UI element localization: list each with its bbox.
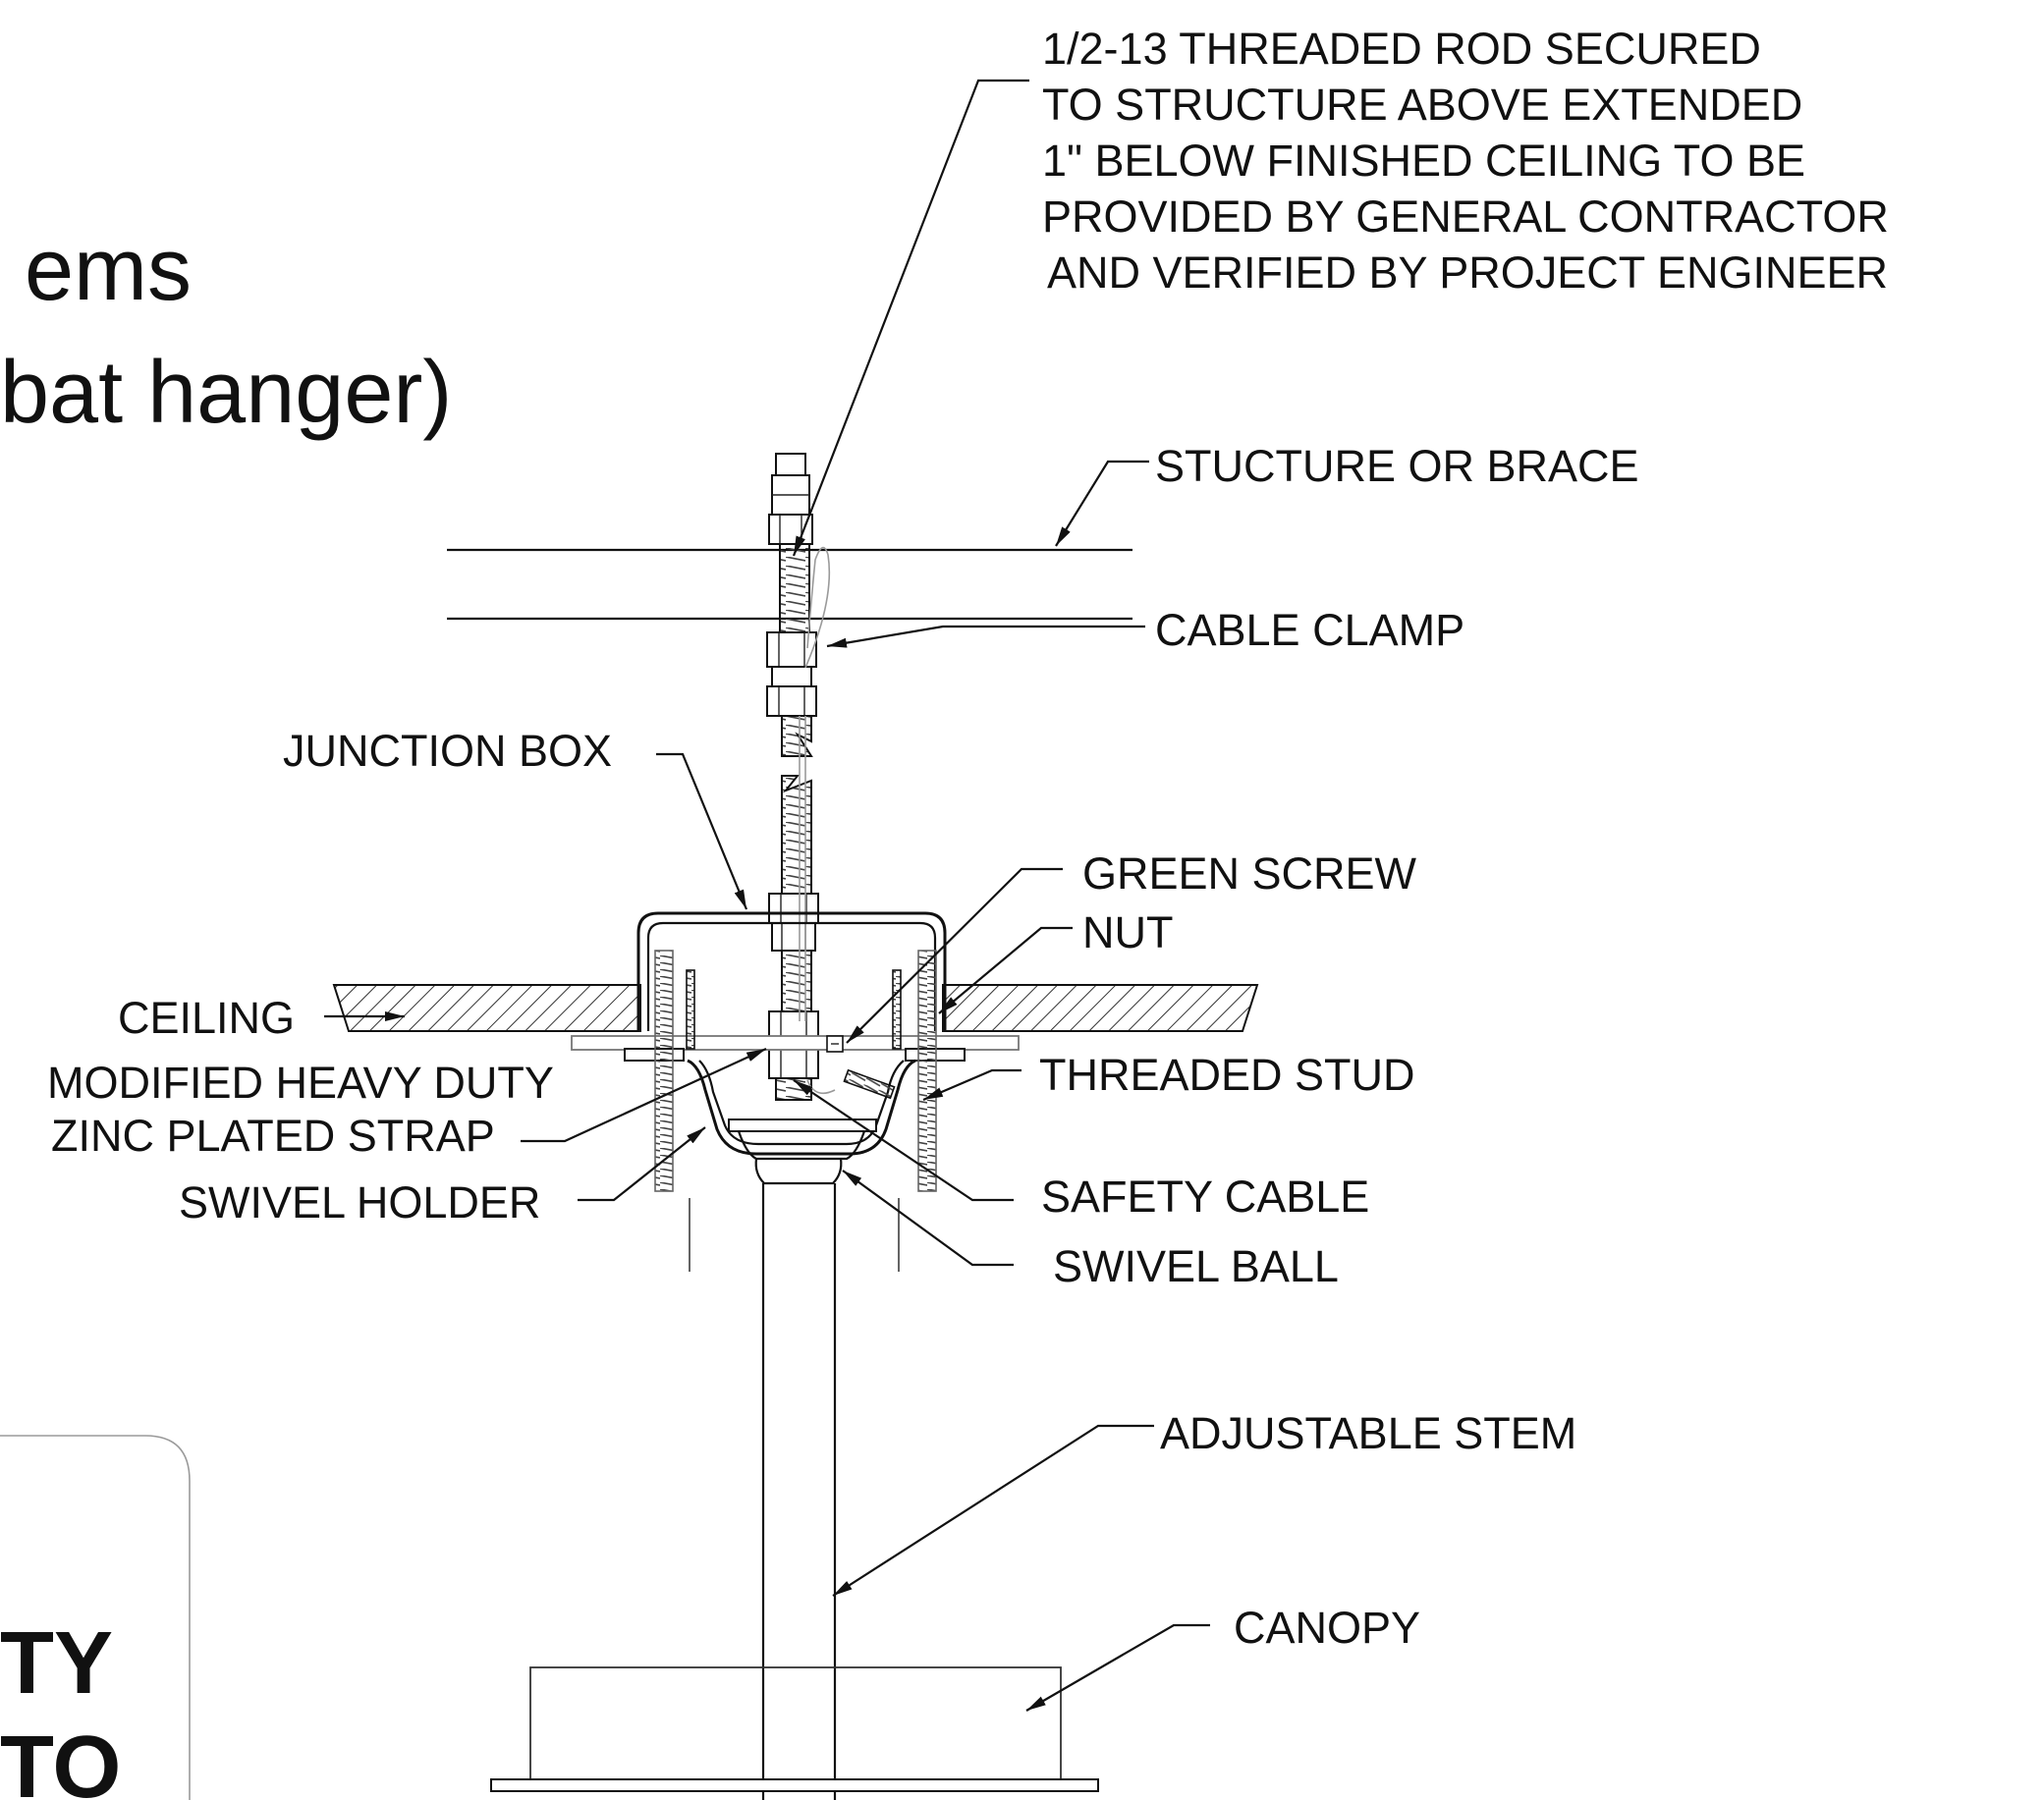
guide-lines [689,1198,900,1272]
threaded-rod-label-line-1: 1/2-13 THREADED ROD SECURED [1042,24,1761,74]
strap-label-line-2: ZINC PLATED STRAP [51,1111,495,1161]
threaded-rod-label-line-5: AND VERIFIED BY PROJECT ENGINEER [1047,247,1888,298]
swivel-holder-label: SWIVEL HOLDER [179,1177,540,1227]
notice-box: TY TO [0,1435,191,1800]
notice-line-2: TO [0,1718,121,1800]
strap-label-line-1: MODIFIED HEAVY DUTY [47,1058,554,1108]
swivel-ball [728,1118,877,1185]
title-line-1: ems [25,221,192,319]
leader-lines [324,79,1210,1712]
green-screw [826,1035,844,1053]
safety-cable [799,546,836,1095]
ceiling-label: CEILING [118,993,295,1043]
callout-threaded-rod: 1/2-13 THREADED ROD SECURED TO STRUCTURE… [1042,24,1889,298]
adjustable-stem [761,1183,837,1800]
swivel-ball-label: SWIVEL BALL [1053,1241,1339,1291]
threaded-stud-right [892,950,937,1192]
threaded-rod-label-line-3: 1" BELOW FINISHED CEILING TO BE [1042,136,1805,186]
title-line-2: bat hanger) [0,344,452,442]
ceiling [332,984,1259,1032]
structure-label: STUCTURE OR BRACE [1155,441,1639,491]
junction-box [636,911,947,1031]
safety-cable-anchor [843,1068,896,1100]
threaded-stud-left [654,950,695,1192]
cable-clamp-label: CABLE CLAMP [1155,605,1464,655]
green-screw-label: GREEN SCREW [1082,848,1417,899]
junction-box-label: JUNCTION BOX [283,726,612,776]
swivel-holder [687,1059,916,1156]
canopy [490,1666,1099,1792]
canopy-label: CANOPY [1234,1603,1420,1653]
diagram-title: ems bat hanger) [0,221,452,442]
nut-label: NUT [1082,907,1173,957]
threaded-rod-label-line-4: PROVIDED BY GENERAL CONTRACTOR [1042,191,1889,242]
safety-cable-label: SAFETY CABLE [1041,1172,1369,1222]
threaded-stud-label: THREADED STUD [1039,1050,1415,1100]
adjustable-stem-label: ADJUSTABLE STEM [1160,1408,1576,1458]
threaded-rod-label-line-2: TO STRUCTURE ABOVE EXTENDED [1042,80,1802,130]
notice-line-1: TY [0,1614,113,1713]
